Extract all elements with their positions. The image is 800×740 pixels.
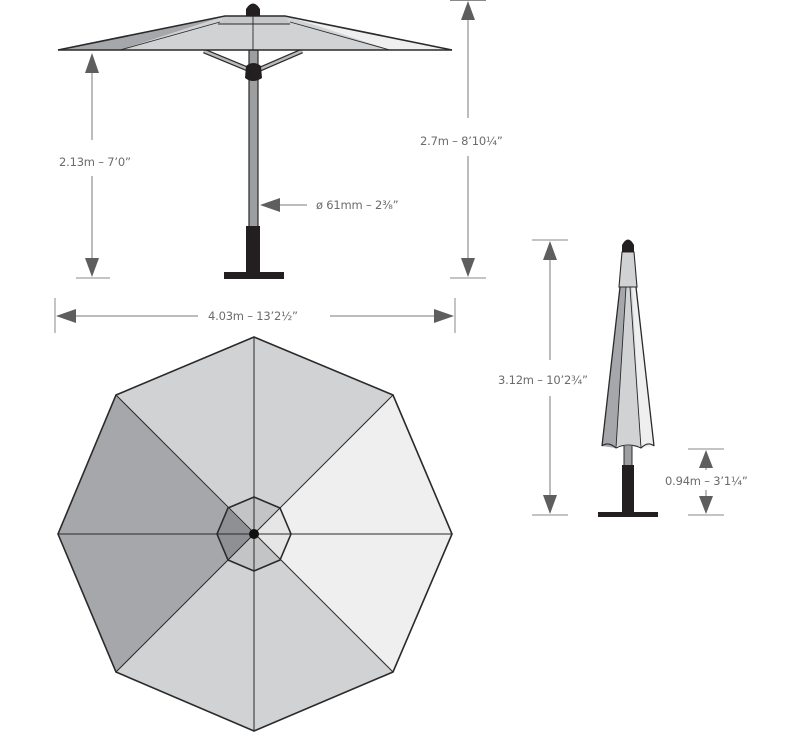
arrow-down-icon: [85, 258, 99, 277]
panel-left-lower: [58, 534, 254, 672]
canopy-outline: [57, 336, 453, 732]
canopy-side: [57, 14, 453, 51]
arrow-down-icon: [461, 258, 475, 277]
base-height-label: 0.94m – 3’1¼”: [665, 474, 748, 488]
closed-umbrella: [598, 239, 658, 517]
top-view-canopy: [57, 336, 453, 732]
arrow-right-icon: [434, 309, 454, 323]
panel-right-lower: [254, 534, 452, 672]
panel-top-right: [254, 337, 393, 534]
closed-base-sleeve: [622, 465, 634, 515]
pole-diameter-label: ø 61mm – 2³⁄₈”: [316, 198, 398, 212]
side-view-open-umbrella: [57, 3, 453, 279]
arrow-down-icon: [699, 496, 713, 514]
overall-height-label: 2.7m – 8’10¼”: [420, 134, 503, 148]
dimension-canopy-width: 4.03m – 13’2½”: [54, 298, 456, 333]
canopy-width-label: 4.03m – 13’2½”: [208, 309, 298, 323]
dimension-closed-height: 3.12m – 10’2¾”: [498, 239, 588, 516]
canopy-height-label: 2.13m – 7’0”: [59, 155, 131, 169]
dimension-overall-height: 2.7m – 8’10¼”: [420, 0, 503, 279]
panel-right-upper: [254, 395, 452, 534]
dimension-pole-diameter: ø 61mm – 2³⁄₈”: [260, 198, 399, 212]
closed-height-label: 3.12m – 10’2¾”: [498, 373, 588, 387]
arrow-down-icon: [543, 495, 557, 514]
finial: [246, 3, 260, 16]
closed-finial: [622, 239, 634, 252]
center-hub: [216, 496, 292, 572]
arrow-up-icon: [85, 53, 99, 73]
dimension-canopy-height: 2.13m – 7’0”: [59, 53, 131, 279]
panel-bottom-left: [116, 534, 254, 731]
arrow-left-icon: [260, 198, 280, 212]
base: [224, 226, 284, 279]
panel-top-left: [116, 337, 254, 534]
arrow-left-icon: [56, 309, 76, 323]
dimension-base-height: 0.94m – 3’1¼”: [665, 448, 748, 516]
panel-left-upper: [58, 395, 254, 534]
finial-dot: [249, 529, 259, 539]
panel-bottom-right: [254, 534, 393, 731]
arrow-up-icon: [699, 450, 713, 468]
canopy-struts: [203, 48, 303, 73]
arrow-up-icon: [543, 241, 557, 260]
closed-base-foot: [598, 512, 658, 517]
arrow-up-icon: [461, 1, 475, 20]
closed-pole: [623, 443, 633, 469]
runner-hub: [245, 63, 262, 81]
